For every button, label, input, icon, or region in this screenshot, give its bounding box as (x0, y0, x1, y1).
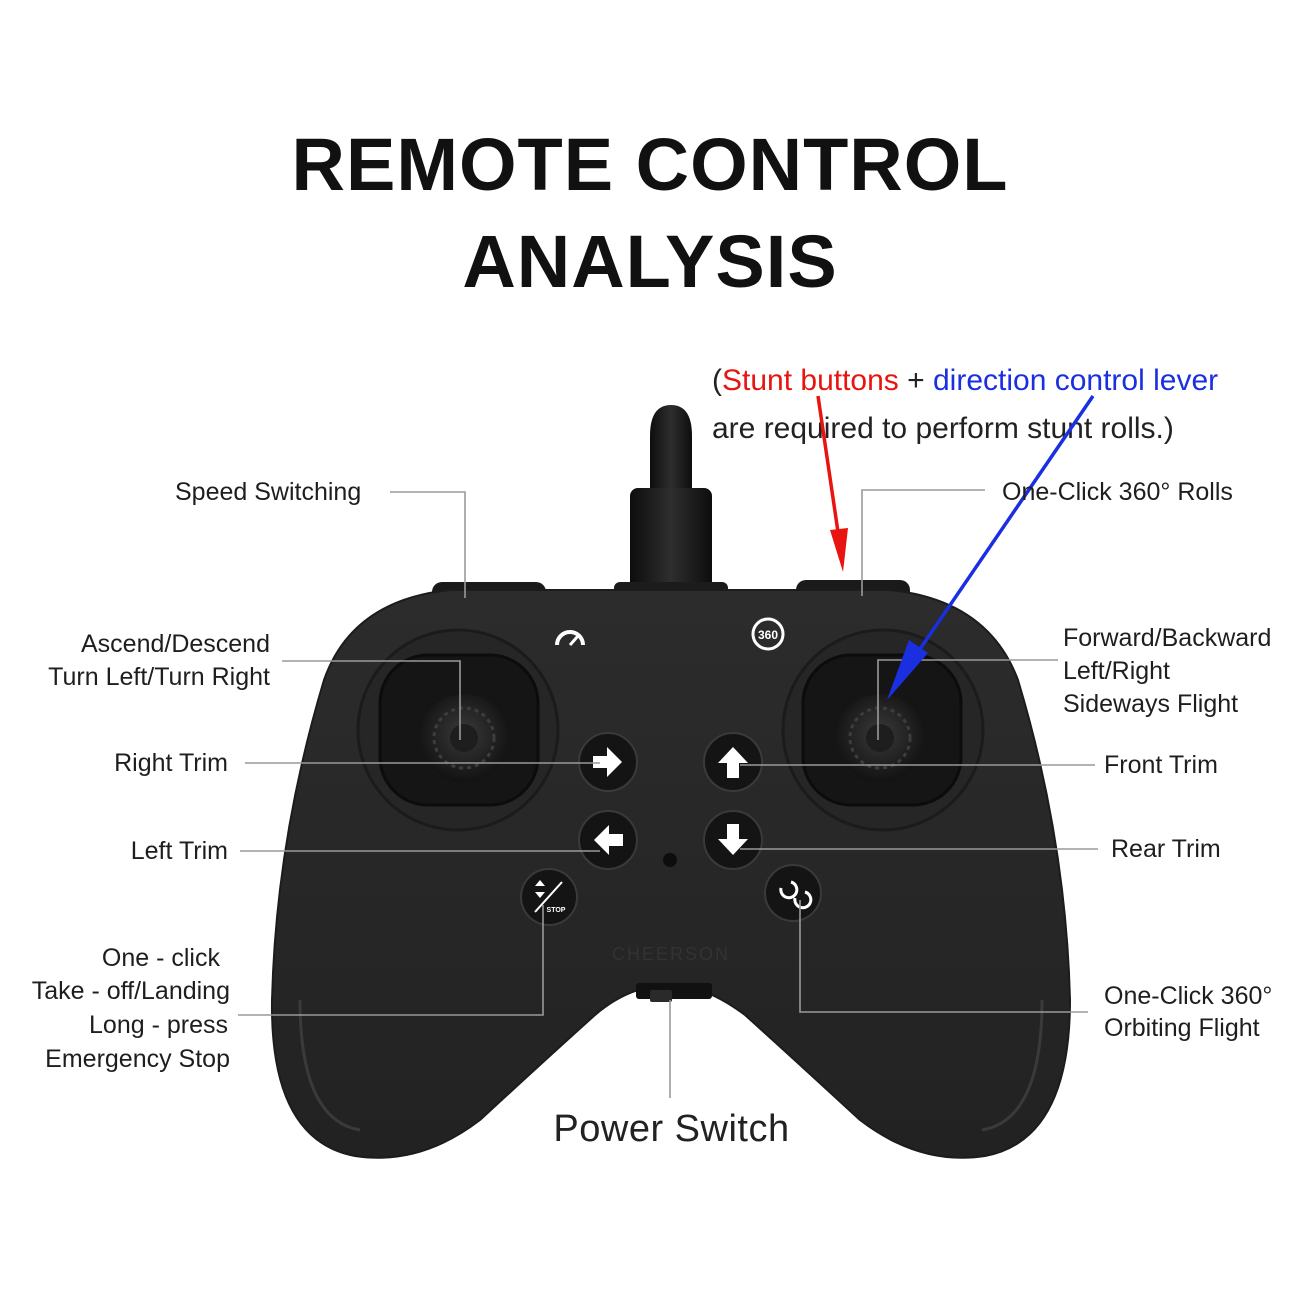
left-joystick[interactable] (356, 628, 560, 832)
note-open-paren: ( (712, 364, 722, 397)
line-takeoff-landing (238, 905, 544, 1016)
label-front-trim: Front Trim (1104, 751, 1218, 779)
line-forward-backward (877, 659, 1058, 740)
note-stunt-buttons: Stunt buttons (722, 364, 899, 397)
rotate-360-icon: 360 (751, 617, 785, 651)
label-takeoff-line1: One - click (101, 944, 220, 972)
right-joystick[interactable] (781, 628, 985, 832)
orbit-icon (779, 880, 813, 910)
label-one-click-rolls: One-Click 360° Rolls (1002, 478, 1233, 506)
label-turn-left-right: Turn Left/Turn Right (48, 663, 270, 691)
leader-lines (238, 489, 1098, 1098)
stunt-note-line1: (Stunt buttons + direction control lever (712, 366, 1218, 396)
power-switch[interactable] (636, 983, 712, 1002)
label-takeoff-line3: Long - press (89, 1011, 228, 1039)
label-orbit-line2: Orbiting Flight (1104, 1014, 1260, 1042)
arrow-down-icon (718, 824, 748, 855)
left-trim-button[interactable] (578, 810, 638, 870)
note-plus: + (898, 364, 933, 397)
label-takeoff-line4: Emergency Stop (45, 1045, 230, 1073)
label-right-trim: Right Trim (114, 749, 228, 777)
stunt-note-line2: are required to perform stunt rolls.) (712, 412, 1174, 445)
stop-icon-text: STOP (547, 907, 566, 914)
takeoff-landing-button[interactable]: STOP (520, 868, 578, 926)
label-forward-backward: Forward/Backward (1063, 624, 1272, 652)
brand-text: CHEERSON (612, 944, 730, 964)
rear-trim-button[interactable] (703, 810, 763, 870)
arrow-up-icon (718, 747, 748, 778)
line-speed-switching (390, 491, 466, 598)
arrow-right-icon (593, 747, 622, 777)
note-direction-lever: direction control lever (933, 364, 1219, 397)
antenna (614, 405, 728, 600)
label-rear-trim: Rear Trim (1111, 835, 1221, 863)
line-ascend-descend (282, 660, 461, 740)
page-title-line2: ANALYSIS (462, 220, 838, 303)
label-speed-switching: Speed Switching (175, 478, 362, 506)
label-orbit-line1: One-Click 360° (1104, 982, 1273, 1010)
label-left-right: Left/Right (1063, 657, 1171, 685)
label-takeoff-line2: Take - off/Landing (31, 977, 230, 1005)
label-left-trim: Left Trim (130, 837, 228, 865)
up-down-arrow-icon (535, 880, 545, 898)
label-power-switch: Power Switch (553, 1108, 790, 1150)
line-orbit-flight (799, 900, 1088, 1013)
front-trim-button[interactable] (703, 732, 763, 792)
icon-360-text: 360 (758, 628, 778, 642)
red-arrow (816, 395, 848, 572)
arrow-left-icon (594, 825, 623, 855)
line-one-click-rolls (861, 489, 985, 596)
right-trim-button[interactable] (578, 732, 638, 792)
label-sideways-flight: Sideways Flight (1063, 690, 1239, 718)
speed-gauge-icon (555, 630, 585, 646)
blue-arrow (887, 395, 1095, 700)
orbit-flight-button[interactable] (764, 864, 822, 922)
page-title-line1: REMOTE CONTROL (291, 123, 1009, 206)
indicator-dot (663, 853, 677, 867)
label-ascend-descend: Ascend/Descend (80, 630, 270, 658)
